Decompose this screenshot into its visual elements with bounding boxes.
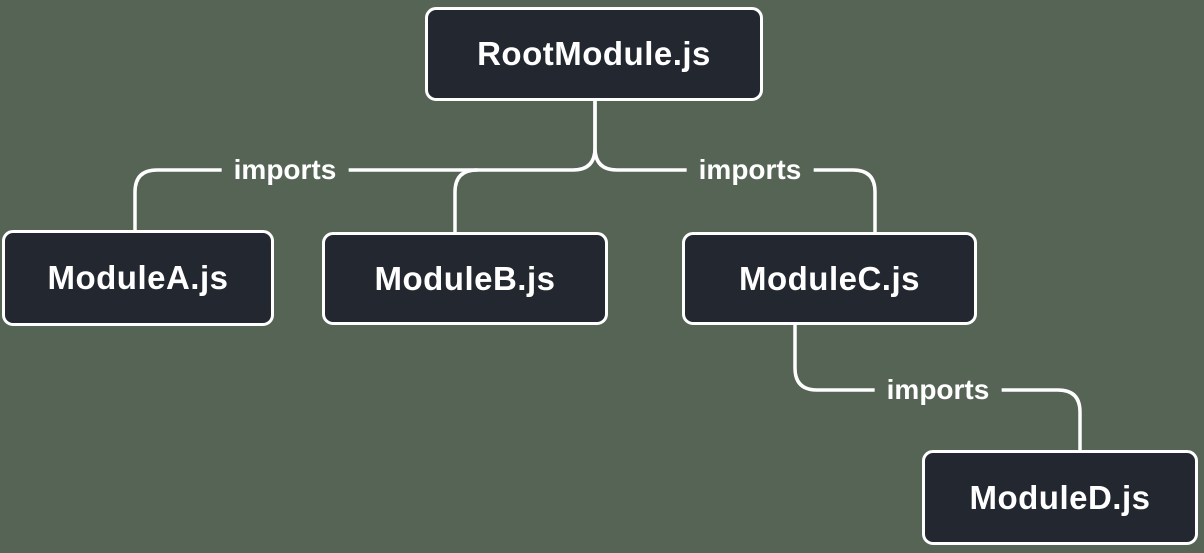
edge-label-imports-right: imports [686, 152, 814, 188]
edge-label-imports-bottom: imports [874, 372, 1002, 408]
node-rootmodule: RootModule.js [425, 7, 763, 101]
edge-label-imports-left: imports [221, 152, 349, 188]
node-moduleC: ModuleC.js [682, 232, 977, 325]
edge-root-to-moduleB [453, 168, 479, 234]
node-moduleA: ModuleA.js [2, 230, 274, 326]
edge-root-to-moduleA [133, 98, 597, 232]
node-moduleB: ModuleB.js [322, 232, 608, 325]
node-moduleD-label: ModuleD.js [969, 478, 1151, 516]
node-moduleB-label: ModuleB.js [374, 259, 556, 297]
node-moduleC-label: ModuleC.js [738, 259, 920, 297]
node-moduleA-label: ModuleA.js [47, 259, 229, 296]
node-rootmodule-label: RootModule.js [477, 35, 711, 72]
node-moduleD: ModuleD.js [922, 450, 1198, 545]
